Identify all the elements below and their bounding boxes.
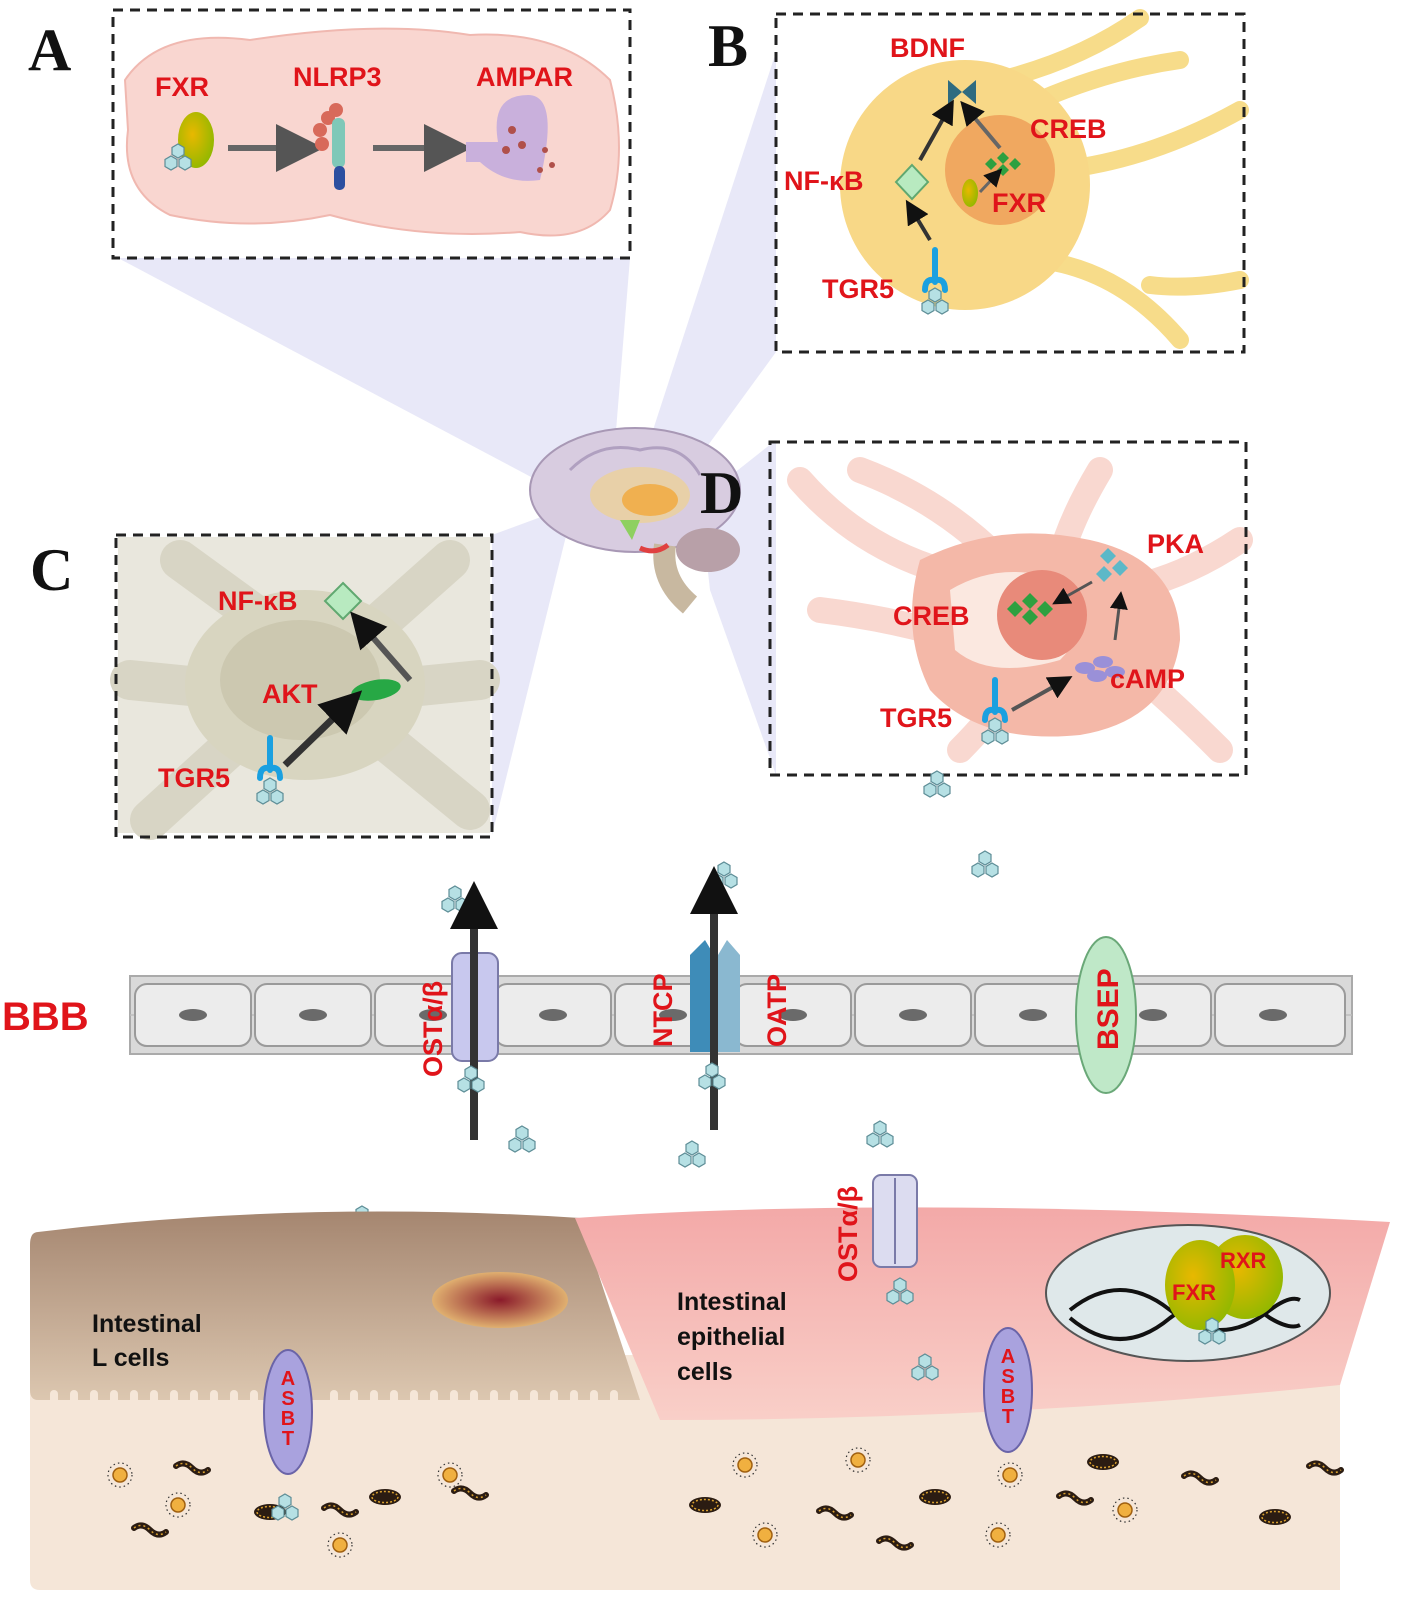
arrow-camp-to-pka (1109, 591, 1128, 641)
svg-text:A: A (281, 1368, 295, 1390)
arrow-tgr5-to-nfkb (905, 199, 932, 242)
bile-acid-icon (441, 885, 469, 913)
label-epithelial-line1: Intestinal (677, 1288, 787, 1316)
label-fxr-intestine: FXR (1172, 1280, 1216, 1305)
bsep-transporter (1075, 936, 1137, 1094)
panel-b-frame (774, 12, 1246, 354)
svg-text:T: T (282, 1428, 294, 1450)
arrow-tgr5-to-akt (282, 690, 363, 768)
astrocyte-shape-c (110, 537, 500, 840)
central-brain-illustration (529, 427, 741, 614)
label-asbt-epithelial: A S B T (1001, 1346, 1015, 1428)
arrow-pka-to-creb (1052, 580, 1093, 605)
panel-b-letter: B (708, 13, 748, 79)
label-creb-d: CREB (893, 601, 970, 631)
label-ost-intestine: OSTα/β (833, 1186, 863, 1282)
bbb-endothelial-layer (129, 975, 1353, 1055)
svg-text:T: T (1002, 1406, 1014, 1428)
projection-wedge-b (640, 52, 776, 470)
microvilli (50, 1390, 618, 1412)
nlrp3-inflammasome-shape (313, 103, 345, 190)
label-fxr-a: FXR (155, 72, 209, 102)
label-nfkb-b: NF-κB (784, 166, 864, 196)
nfkb-shape-c (323, 581, 363, 621)
svg-text:B: B (1001, 1386, 1015, 1408)
label-fxr-b: FXR (992, 188, 1046, 218)
panel-c-frame (114, 533, 494, 839)
microglia-shape-d (787, 457, 1253, 763)
projection-wedge-a (118, 258, 630, 505)
panel-d: D PKA CREB cAMP TGR5 (700, 440, 1253, 777)
asbt-transporter-l-cell (263, 1349, 313, 1475)
pka-shape (1096, 548, 1128, 582)
label-ntcp: NTCP (648, 974, 678, 1048)
brain-sagittal-shape (123, 27, 620, 237)
fxr-receptor-shape (178, 112, 214, 168)
panel-d-frame (768, 440, 1248, 777)
label-epithelial-line2: epithelial (677, 1323, 785, 1351)
label-l-cells-line2: L cells (92, 1344, 169, 1372)
label-tgr5-c: TGR5 (158, 763, 230, 793)
label-epithelial-line3: cells (677, 1358, 733, 1386)
bile-acid-icon (971, 850, 999, 878)
intestinal-epithelial-cell (575, 1207, 1390, 1420)
label-nfkb-c: NF-κB (218, 586, 298, 616)
bile-acid-icon (866, 1120, 894, 1148)
label-bbb: BBB (2, 995, 89, 1039)
panel-c: C NF-κB AKT TGR5 (30, 533, 500, 840)
bile-acid-icon (678, 1140, 706, 1168)
bdnf-shape (948, 80, 976, 104)
arrow-fxr-to-creb (978, 168, 1003, 194)
camp-shape (1075, 656, 1125, 682)
fxr-shape-intestine (1165, 1240, 1235, 1330)
asbt-transporter-epithelial (983, 1327, 1033, 1453)
ampar-synapse-shape (466, 95, 555, 181)
creb-shape-b (985, 152, 1021, 176)
l-cell-nucleus (432, 1272, 568, 1328)
fxr-shape-b (962, 179, 978, 207)
arrow-tgr5-to-camp (1011, 676, 1073, 712)
label-creb-b: CREB (1030, 114, 1107, 144)
label-ampar: AMPAR (476, 62, 573, 92)
label-pka: PKA (1147, 529, 1204, 559)
ntcp-oatp-transporter (690, 940, 740, 1052)
arrow-akt-to-nfkb (350, 611, 413, 682)
panel-c-letter: C (30, 537, 73, 603)
arrow-creb-to-bdnf (960, 100, 1002, 150)
svg-text:B: B (281, 1408, 295, 1430)
projection-wedge-c (492, 510, 570, 835)
panel-a: A FXR NLRP3 AMPAR (28, 8, 632, 260)
label-tgr5-d: TGR5 (880, 703, 952, 733)
label-oatp: OATP (762, 974, 792, 1047)
svg-text:A: A (1001, 1346, 1015, 1368)
label-bsep: BSEP (1092, 968, 1125, 1050)
nfkb-shape-b (894, 163, 930, 201)
label-nlrp3: NLRP3 (293, 62, 382, 92)
bile-acid-icon (508, 1125, 536, 1153)
creb-shape-d (1007, 593, 1053, 625)
panel-d-letter: D (700, 460, 743, 526)
bile-acid-icon (710, 861, 738, 889)
panel-a-frame (111, 8, 632, 260)
label-asbt-l-cell: A S B T (281, 1368, 295, 1450)
label-ost-bbb: OSTα/β (418, 981, 448, 1077)
svg-text:S: S (1001, 1366, 1014, 1388)
akt-shape (351, 679, 401, 701)
intestinal-l-cell (30, 1211, 640, 1400)
panel-b: B BDNF CREB NF-κB FXR TGR5 (708, 9, 1249, 354)
label-l-cells-line1: Intestinal (92, 1310, 202, 1338)
label-camp: cAMP (1110, 664, 1185, 694)
svg-text:S: S (281, 1388, 294, 1410)
label-bdnf: BDNF (890, 33, 965, 63)
label-tgr5-b: TGR5 (822, 274, 894, 304)
label-akt: AKT (262, 679, 318, 709)
arrow-nfkb-to-bdnf (918, 99, 954, 161)
panel-a-letter: A (28, 17, 71, 83)
label-rxr: RXR (1220, 1248, 1267, 1273)
